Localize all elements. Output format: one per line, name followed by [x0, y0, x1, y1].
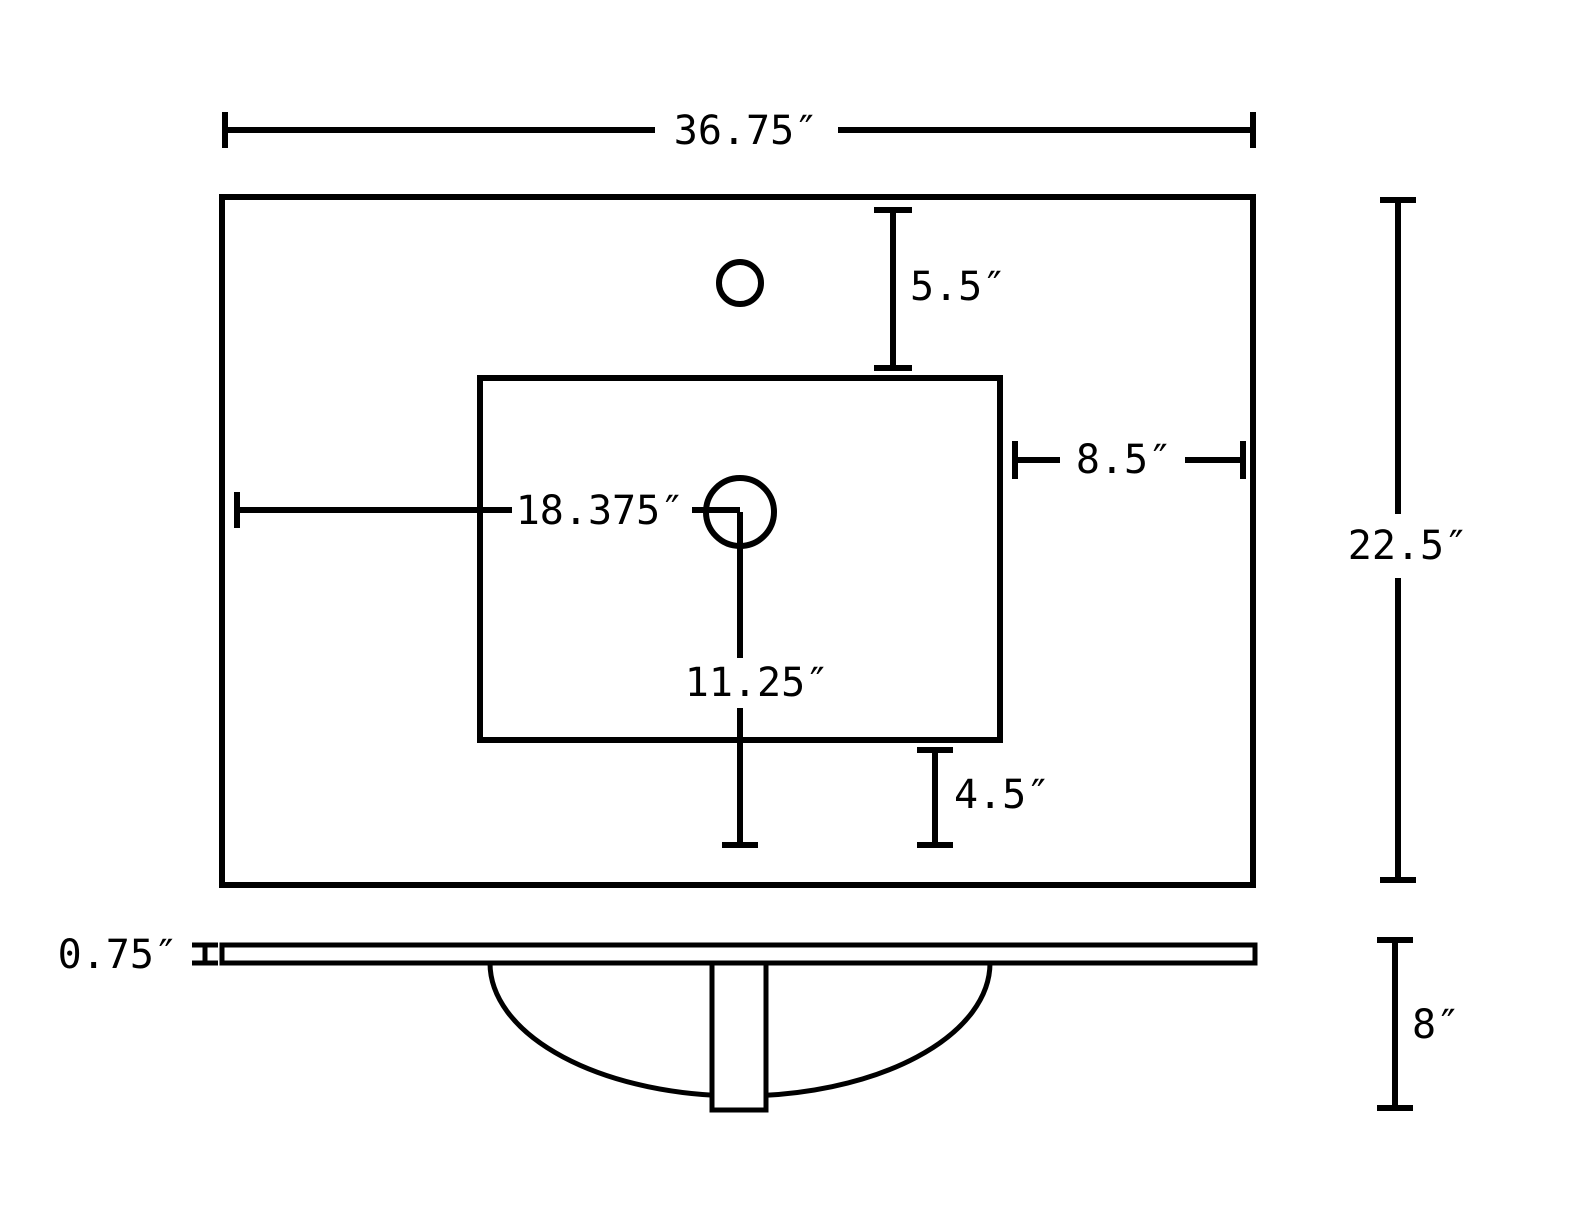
dim-label-basin-to-right: 8.5″: [1076, 437, 1172, 483]
dim-drain-to-front: 11.25″: [685, 512, 830, 848]
dim-basin-to-front: 4.5″: [917, 747, 1050, 848]
dim-overall-width: 36.75″: [222, 108, 1256, 154]
dim-label-basin-to-front: 4.5″: [954, 772, 1050, 818]
dim-basin-to-right: 8.5″: [1012, 437, 1246, 483]
dim-drain-from-left: 18.375″: [234, 488, 740, 534]
countertop-outline: [219, 194, 1256, 888]
dim-label-bowl-depth: 8″: [1412, 1002, 1460, 1048]
dim-label-overall-depth: 22.5″: [1348, 523, 1468, 569]
dim-slab-thickness: 0.75″: [58, 932, 218, 978]
dim-label-overall-width: 36.75″: [674, 108, 819, 154]
dim-bowl-depth: 8″: [1377, 937, 1460, 1111]
dim-overall-depth: 22.5″: [1348, 197, 1468, 883]
dim-label-drain-to-front: 11.25″: [685, 660, 830, 706]
slab-profile: [219, 942, 1258, 966]
dim-faucet-offset: 5.5″: [874, 207, 1006, 371]
dim-label-faucet-offset: 5.5″: [910, 264, 1006, 310]
faucet-hole: [716, 259, 764, 307]
dim-label-slab-thickness: 0.75″: [58, 932, 178, 978]
drain-pipe: [709, 960, 769, 1113]
dim-label-drain-from-left: 18.375″: [516, 488, 685, 534]
